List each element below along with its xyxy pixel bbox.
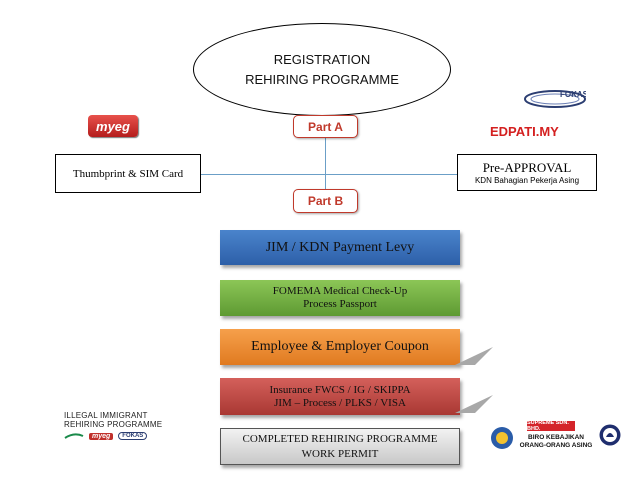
title-line-2: REHIRING PROGRAMME [245, 71, 399, 87]
step-coupon: Employee & Employer Coupon [220, 329, 460, 365]
insurance-arrow-shadow [455, 395, 493, 413]
step-completed: COMPLETED REHIRING PROGRAMME WORK PERMIT [220, 428, 460, 465]
step-fomema: FOMEMA Medical Check-Up Process Passport [220, 280, 460, 316]
myeg-logo: myeg [88, 115, 138, 137]
biro-text: BIRO KEBAJIKAN ORANG-ORANG ASING [516, 434, 596, 450]
thumbprint-text: Thumbprint & SIM Card [72, 167, 184, 180]
step-payment-levy: JIM / KDN Payment Levy [220, 230, 460, 265]
fokas-logo: FOKAS [524, 90, 586, 108]
step-3-text: Employee & Employer Coupon [251, 339, 429, 354]
swoosh-icon [64, 433, 84, 439]
pre-approval-title: Pre-APPROVAL [482, 159, 572, 175]
step-1-text: JIM / KDN Payment Levy [265, 239, 415, 255]
step-5-line-2: WORK PERMIT [301, 447, 379, 460]
step-insurance: Insurance FWCS / IG / SKIPPA JIM – Proce… [220, 378, 460, 415]
part-a-label: Part A [293, 115, 358, 138]
footer-emblem-icon [491, 427, 513, 449]
part-b-label: Part B [293, 189, 358, 213]
step-5-line-1: COMPLETED REHIRING PROGRAMME [242, 432, 438, 445]
step-4-line-2: JIM – Process / PLKS / VISA [274, 396, 406, 409]
footer-left-line-2: REHIRING PROGRAMME [64, 420, 163, 429]
pre-approval-subtitle: KDN Bahagian Pekerja Asing [474, 175, 580, 185]
crest-icon [599, 424, 621, 446]
vertical-connector [325, 138, 326, 190]
footer-left-line-1: ILLEGAL IMMIGRANT [64, 411, 148, 420]
biro-line-1: BIRO KEBAJIKAN [528, 434, 584, 441]
step-4-line-1: Insurance FWCS / IG / SKIPPA [269, 383, 411, 396]
thumbprint-box: Thumbprint & SIM Card [55, 154, 201, 193]
myeg-logo-text: myeg [96, 118, 130, 134]
title-line-1: REGISTRATION [273, 51, 371, 67]
part-a-text: Part A [308, 119, 343, 134]
supreme-banner: SUPREME SDN. BHD. [527, 420, 575, 432]
horizontal-connector [200, 174, 458, 175]
footer-left-branding: ILLEGAL IMMIGRANT REHIRING PROGRAMME mye… [64, 411, 184, 440]
edpati-brand: EDPATI.MY [490, 124, 559, 139]
biro-line-2: ORANG-ORANG ASING [519, 442, 593, 449]
supreme-banner-text: SUPREME SDN. BHD. [527, 420, 569, 432]
title-ellipse: REGISTRATION REHIRING PROGRAMME [193, 23, 451, 116]
step-2-line-2: Process Passport [303, 298, 377, 310]
footer-fokas-logo: FOKAS [118, 432, 148, 440]
coupon-arrow-shadow [455, 347, 493, 365]
fokas-logo-text: FOKAS [560, 90, 586, 99]
part-b-text: Part B [307, 194, 344, 208]
step-2-line-1: FOMEMA Medical Check-Up [272, 285, 408, 297]
pre-approval-box: Pre-APPROVAL KDN Bahagian Pekerja Asing [457, 154, 597, 191]
footer-myeg-logo: myeg [89, 432, 114, 440]
